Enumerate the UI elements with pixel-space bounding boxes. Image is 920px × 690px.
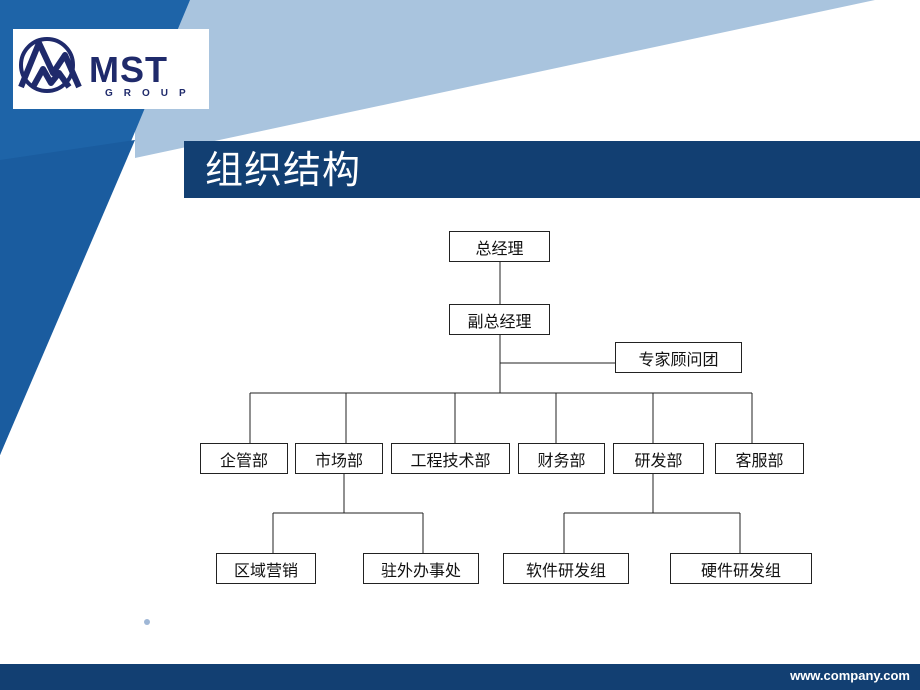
logo-main-text: MST	[89, 49, 168, 90]
background-blue-wedge-lower	[0, 140, 135, 455]
mountain-logo-icon	[18, 37, 82, 93]
title-bar: 组织结构	[184, 141, 920, 198]
node-market-regional: 区域营销	[216, 553, 316, 584]
node-rd-hardware: 硬件研发组	[670, 553, 812, 584]
bullet-dot	[144, 619, 150, 625]
node-market-offices: 驻外办事处	[363, 553, 479, 584]
node-dept-engineering: 工程技术部	[391, 443, 510, 474]
node-ceo: 总经理	[449, 231, 550, 262]
node-dept-rd: 研发部	[613, 443, 704, 474]
footer-url[interactable]: www.company.com	[790, 668, 910, 683]
node-advisory: 专家顾问团	[615, 342, 742, 373]
logo-sub-text: GROUP	[105, 88, 197, 99]
node-vp: 副总经理	[449, 304, 550, 335]
node-dept-mgmt: 企管部	[200, 443, 288, 474]
node-dept-market: 市场部	[295, 443, 383, 474]
node-dept-service: 客服部	[715, 443, 804, 474]
slide-title: 组织结构	[205, 148, 362, 192]
footer-bar: www.company.com	[0, 664, 920, 690]
node-dept-finance: 财务部	[518, 443, 605, 474]
node-rd-software: 软件研发组	[503, 553, 629, 584]
company-logo: MST GROUP	[13, 29, 209, 109]
background-light-blue-stripe	[135, 0, 875, 158]
